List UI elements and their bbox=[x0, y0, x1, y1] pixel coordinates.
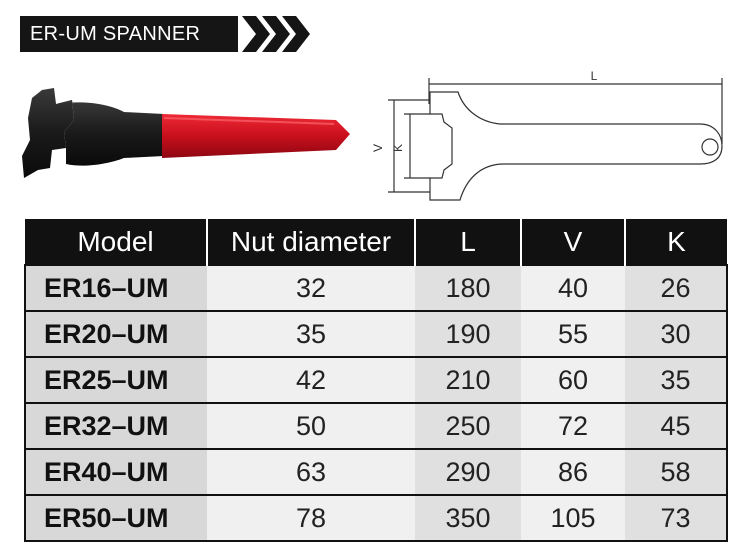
table-row: ER16–UM 32 180 40 26 bbox=[24, 264, 728, 311]
triple-chevron-icon bbox=[242, 16, 310, 52]
table-row: ER32–UM 50 250 72 45 bbox=[24, 402, 728, 449]
cell-k: 45 bbox=[625, 402, 728, 449]
spanner-dimension-drawing: L V K bbox=[371, 69, 723, 201]
cell-v: 55 bbox=[521, 310, 625, 357]
cell-nut-diameter: 78 bbox=[207, 494, 415, 542]
cell-k: 58 bbox=[625, 448, 728, 495]
cell-v: 86 bbox=[521, 448, 625, 495]
cell-l: 180 bbox=[415, 264, 521, 311]
table-row: ER25–UM 42 210 60 35 bbox=[24, 356, 728, 403]
dimension-label-v: V bbox=[371, 144, 385, 152]
cell-model: ER16–UM bbox=[24, 264, 207, 311]
spanner-photo bbox=[22, 88, 350, 178]
cell-nut-diameter: 32 bbox=[207, 264, 415, 311]
title-banner: ER-UM SPANNER bbox=[20, 16, 310, 52]
cell-nut-diameter: 50 bbox=[207, 402, 415, 449]
dimension-label-k: K bbox=[391, 144, 405, 152]
page-title: ER-UM SPANNER bbox=[20, 16, 238, 52]
cell-k: 35 bbox=[625, 356, 728, 403]
table-header-row: Model Nut diameter L V K bbox=[25, 219, 727, 265]
column-header-k: K bbox=[624, 219, 727, 265]
cell-model: ER40–UM bbox=[24, 448, 207, 495]
table-row: ER50–UM 78 350 105 73 bbox=[24, 494, 728, 542]
cell-l: 210 bbox=[415, 356, 521, 403]
cell-k: 26 bbox=[625, 264, 728, 311]
cell-nut-diameter: 63 bbox=[207, 448, 415, 495]
cell-l: 250 bbox=[415, 402, 521, 449]
cell-nut-diameter: 42 bbox=[207, 356, 415, 403]
spec-table: Model Nut diameter L V K ER16–UM 32 180 … bbox=[24, 219, 728, 542]
cell-k: 73 bbox=[625, 494, 728, 542]
cell-model: ER25–UM bbox=[24, 356, 207, 403]
cell-model: ER32–UM bbox=[24, 402, 207, 449]
column-header-nut-diameter: Nut diameter bbox=[206, 219, 415, 265]
dimension-label-l: L bbox=[591, 69, 598, 83]
cell-l: 290 bbox=[415, 448, 521, 495]
cell-l: 350 bbox=[415, 494, 521, 542]
column-header-l: L bbox=[414, 219, 521, 265]
table-row: ER20–UM 35 190 55 30 bbox=[24, 310, 728, 357]
table-row: ER40–UM 63 290 86 58 bbox=[24, 448, 728, 495]
cell-v: 105 bbox=[521, 494, 625, 542]
cell-v: 60 bbox=[521, 356, 625, 403]
cell-nut-diameter: 35 bbox=[207, 310, 415, 357]
cell-model: ER20–UM bbox=[24, 310, 207, 357]
cell-v: 72 bbox=[521, 402, 625, 449]
cell-l: 190 bbox=[415, 310, 521, 357]
column-header-model: Model bbox=[25, 219, 207, 265]
cell-k: 30 bbox=[625, 310, 728, 357]
cell-model: ER50–UM bbox=[24, 494, 207, 542]
column-header-v: V bbox=[520, 219, 625, 265]
cell-v: 40 bbox=[521, 264, 625, 311]
